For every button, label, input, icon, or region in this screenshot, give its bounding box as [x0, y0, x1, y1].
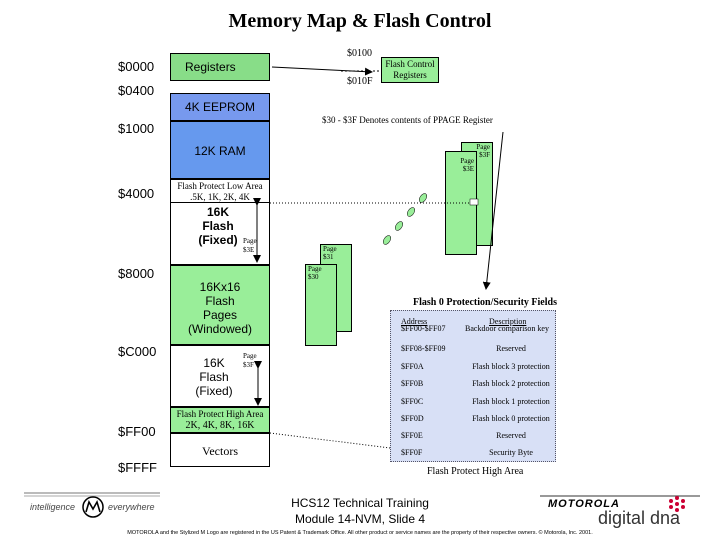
- page-3f-label-value: $3F: [243, 361, 254, 369]
- flash-protect-high-sizes: 2K, 4K, 8K, 16K: [185, 420, 255, 431]
- protection-panel: Address Description $FF00-$FF07 Backdoor …: [390, 310, 556, 462]
- protection-row-address: $FF0C: [401, 397, 424, 406]
- flash-windowed-line-1: 16Kx16: [199, 280, 241, 294]
- address-c000: $C000: [118, 344, 157, 359]
- flash-protect-low-title: Flash Protect Low Area: [177, 181, 263, 191]
- flash-windowed-line-4: (Windowed): [187, 322, 253, 336]
- digital-dna-icon: [669, 496, 685, 512]
- ppage-note: $30 - $3F Denotes contents of PPAGE Regi…: [322, 115, 493, 125]
- ram-block: 12K RAM: [170, 121, 270, 179]
- digital-dna-brand: digital dna: [598, 508, 681, 528]
- address-ff00: $FF00: [118, 424, 156, 439]
- protection-row-address: $FF0B: [401, 379, 424, 388]
- to-protection-panel-arrow: [482, 131, 504, 290]
- page-stack-ellipsis: [382, 193, 428, 245]
- protection-row-description: Reserved: [496, 431, 526, 440]
- address-8000: $8000: [118, 266, 155, 281]
- protection-col-description: Description: [489, 317, 527, 326]
- protection-row-address: $FF0D: [401, 414, 424, 423]
- protection-row-description: Backdoor comparison key: [465, 324, 549, 333]
- page-31-card-value: $31: [323, 253, 334, 261]
- flash-fixed-bottom-block: 16K Flash (Fixed) Page $3F: [170, 345, 270, 407]
- registers-block: Registers: [170, 53, 270, 81]
- legal-notice: MOTOROLA and the Stylized M Logo are reg…: [127, 530, 593, 536]
- registers-label: Registers: [185, 60, 236, 74]
- protection-panel-title: Flash 0 Protection/Security Fields: [413, 297, 557, 308]
- registers-to-flash-control-arrow: [271, 66, 373, 76]
- protection-panel-caption: Flash Protect High Area: [427, 466, 524, 477]
- protection-row-description: Flash block 3 protection: [472, 362, 550, 371]
- page-3e-label-word: Page: [243, 237, 257, 245]
- slogan-left: intelligence: [30, 502, 76, 512]
- flash-control-end-address: $010F: [347, 76, 373, 87]
- address-0400: $0400: [118, 83, 155, 98]
- slide-title: Memory Map & Flash Control: [228, 10, 492, 32]
- protection-row-address: $FF00-$FF07: [401, 324, 446, 333]
- flash-protect-high-title: Flash Protect High Area: [176, 409, 264, 419]
- flash-fixed-bottom-line-1: 16K: [203, 356, 225, 370]
- flash-fixed-top-line-3: (Fixed): [198, 233, 238, 247]
- page-30-card-value: $30: [308, 273, 319, 281]
- motorola-logo-icon: [82, 496, 104, 518]
- address-ffff: $FFFF: [118, 460, 157, 475]
- page-3e-card-value: $3E: [462, 165, 474, 173]
- page-3e-label-value: $3E: [243, 246, 255, 254]
- eeprom-label: 4K EEPROM: [184, 100, 256, 114]
- flash-protect-low-sizes: .5K, 1K, 2K, 4K: [190, 192, 250, 202]
- module-slide: Module 14-NVM, Slide 4: [294, 512, 426, 526]
- flash-fixed-bottom-line-3: (Fixed): [195, 384, 233, 398]
- page-3f-card-word: Page: [476, 143, 490, 151]
- page-30-card-word: Page: [308, 265, 322, 273]
- protection-row-description: Security Byte: [489, 448, 533, 457]
- page-3f-label-word: Page: [243, 352, 257, 360]
- motorola-brand: MOTOROLA: [548, 498, 620, 510]
- ram-label: 12K RAM: [194, 144, 246, 158]
- flash-windowed-line-2: Flash: [205, 294, 235, 308]
- flash-windowed-line-3: Pages: [202, 308, 238, 322]
- flash-control-registers-box: Flash Control Registers: [381, 57, 439, 83]
- address-1000: $1000: [118, 121, 155, 136]
- protection-row-address: $FF0F: [401, 448, 423, 457]
- flash-protect-high-block: Flash Protect High Area 2K, 4K, 8K, 16K: [170, 407, 270, 433]
- flash-fixed-bottom-line-2: Flash: [199, 370, 229, 384]
- vectors-block: Vectors: [170, 433, 270, 467]
- vectors-label: Vectors: [202, 444, 238, 458]
- page-3f-card-value: $3F: [479, 151, 490, 159]
- page-31-card-word: Page: [323, 245, 337, 253]
- protection-row-description: Flash block 1 protection: [472, 397, 550, 406]
- address-4000: $4000: [118, 186, 155, 201]
- flash-protect-low-marker: [469, 198, 479, 206]
- protection-row-address: $FF0E: [401, 431, 423, 440]
- protection-col-address: Address: [401, 317, 428, 326]
- flash-control-label-line-2: Registers: [393, 70, 427, 80]
- page-30-card: Page $30: [305, 264, 337, 346]
- protection-row-description: Flash block 2 protection: [472, 379, 550, 388]
- flash-control-start-address: $0100: [347, 48, 372, 59]
- address-0000: $0000: [118, 59, 155, 74]
- protection-row-description: Reserved: [496, 344, 526, 353]
- protection-row-address: $FF08-$FF09: [401, 344, 446, 353]
- eeprom-block: 4K EEPROM: [170, 93, 270, 121]
- page-3e-card-word: Page: [460, 157, 474, 165]
- course-title: HCS12 Technical Training: [291, 496, 429, 510]
- flash-fixed-top-line-2: Flash: [202, 219, 234, 233]
- flash-windowed-block: 16Kx16 Flash Pages (Windowed): [170, 265, 270, 345]
- flash-fixed-top-line-1: 16K: [206, 205, 229, 219]
- slogan-right: everywhere: [108, 502, 155, 512]
- flash-control-label-line-1: Flash Control: [385, 59, 435, 69]
- protect-high-dotted-line: [269, 432, 391, 449]
- protection-row-address: $FF0A: [401, 362, 424, 371]
- protection-row-description: Flash block 0 protection: [472, 414, 550, 423]
